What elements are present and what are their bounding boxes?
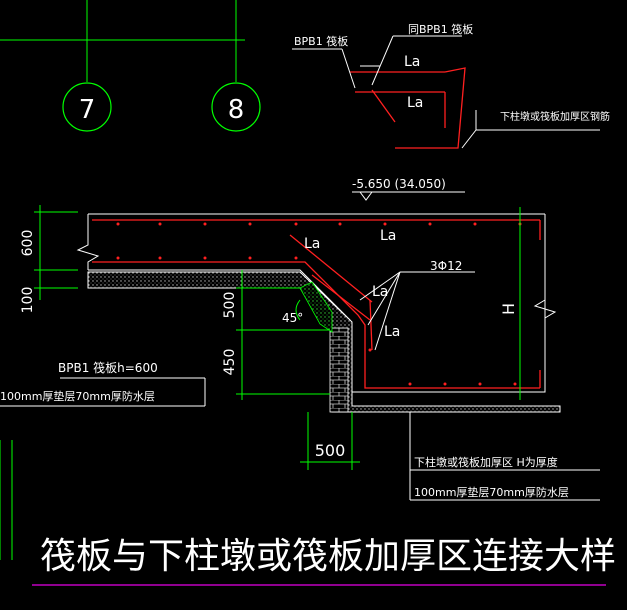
grid-label-8: 8	[228, 95, 245, 125]
thick-zone-label: 下柱墩或筏板加厚区 H为厚度	[414, 455, 558, 469]
raft-layers-label: 100mm厚垫层70mm厚防水层	[0, 389, 155, 403]
top-detail-rebar	[350, 67, 466, 149]
la-label-top-lower: La	[407, 95, 423, 111]
thick-zone-rebar-note: 下柱墩或筏板加厚区钢筋	[500, 110, 610, 123]
dim-100: 100	[20, 287, 36, 314]
main-rebars	[92, 219, 541, 389]
same-bpb1-label: 同BPB1 筏板	[408, 22, 473, 36]
thick-zone-layers-label: 100mm厚垫层70mm厚防水层	[414, 485, 569, 499]
la-label-left: La	[304, 236, 320, 252]
slope-hatch	[299, 281, 333, 333]
angle-label: 45°	[282, 311, 303, 325]
brick-wall	[329, 327, 349, 413]
raft-label: BPB1 筏板h=600	[58, 361, 158, 375]
dim-600: 600	[20, 230, 36, 257]
angle-arc	[295, 299, 301, 321]
dim-450: 450	[222, 349, 238, 376]
cushion-layer-raft	[87, 271, 561, 413]
grid-label-7: 7	[79, 95, 96, 125]
annotation-leaders	[0, 191, 600, 501]
grid-bubble-7: 7	[62, 82, 112, 132]
grid-bubble-8: 8	[211, 82, 261, 132]
rebar-spec-label: 3Φ12	[430, 259, 462, 273]
bpb1-raft-label: BPB1 筏板	[294, 34, 348, 48]
la-label-mid: La	[372, 284, 388, 300]
main-section: -5.650 (34.050) La La La La 3Φ12 45° H 6…	[0, 177, 600, 560]
la-label-right: La	[380, 228, 396, 244]
height-label: H	[499, 303, 518, 315]
elevation-label: -5.650 (34.050)	[352, 177, 446, 191]
dim-500-vertical: 500	[222, 292, 238, 319]
rebar-dots	[116, 222, 522, 386]
la-label-top-upper: La	[404, 54, 420, 70]
top-detail: BPB1 筏板 同BPB1 筏板 La La 下柱墩或筏板加厚区钢筋	[292, 22, 610, 149]
dim-500-horizontal: 500	[315, 441, 346, 460]
la-label-low: La	[384, 324, 400, 340]
grid-lines	[0, 0, 245, 82]
drawing-title: 筏板与下柱墩或筏板加厚区连接大样	[40, 536, 616, 577]
dimension-lines	[0, 205, 521, 560]
top-detail-leaders	[292, 35, 600, 149]
